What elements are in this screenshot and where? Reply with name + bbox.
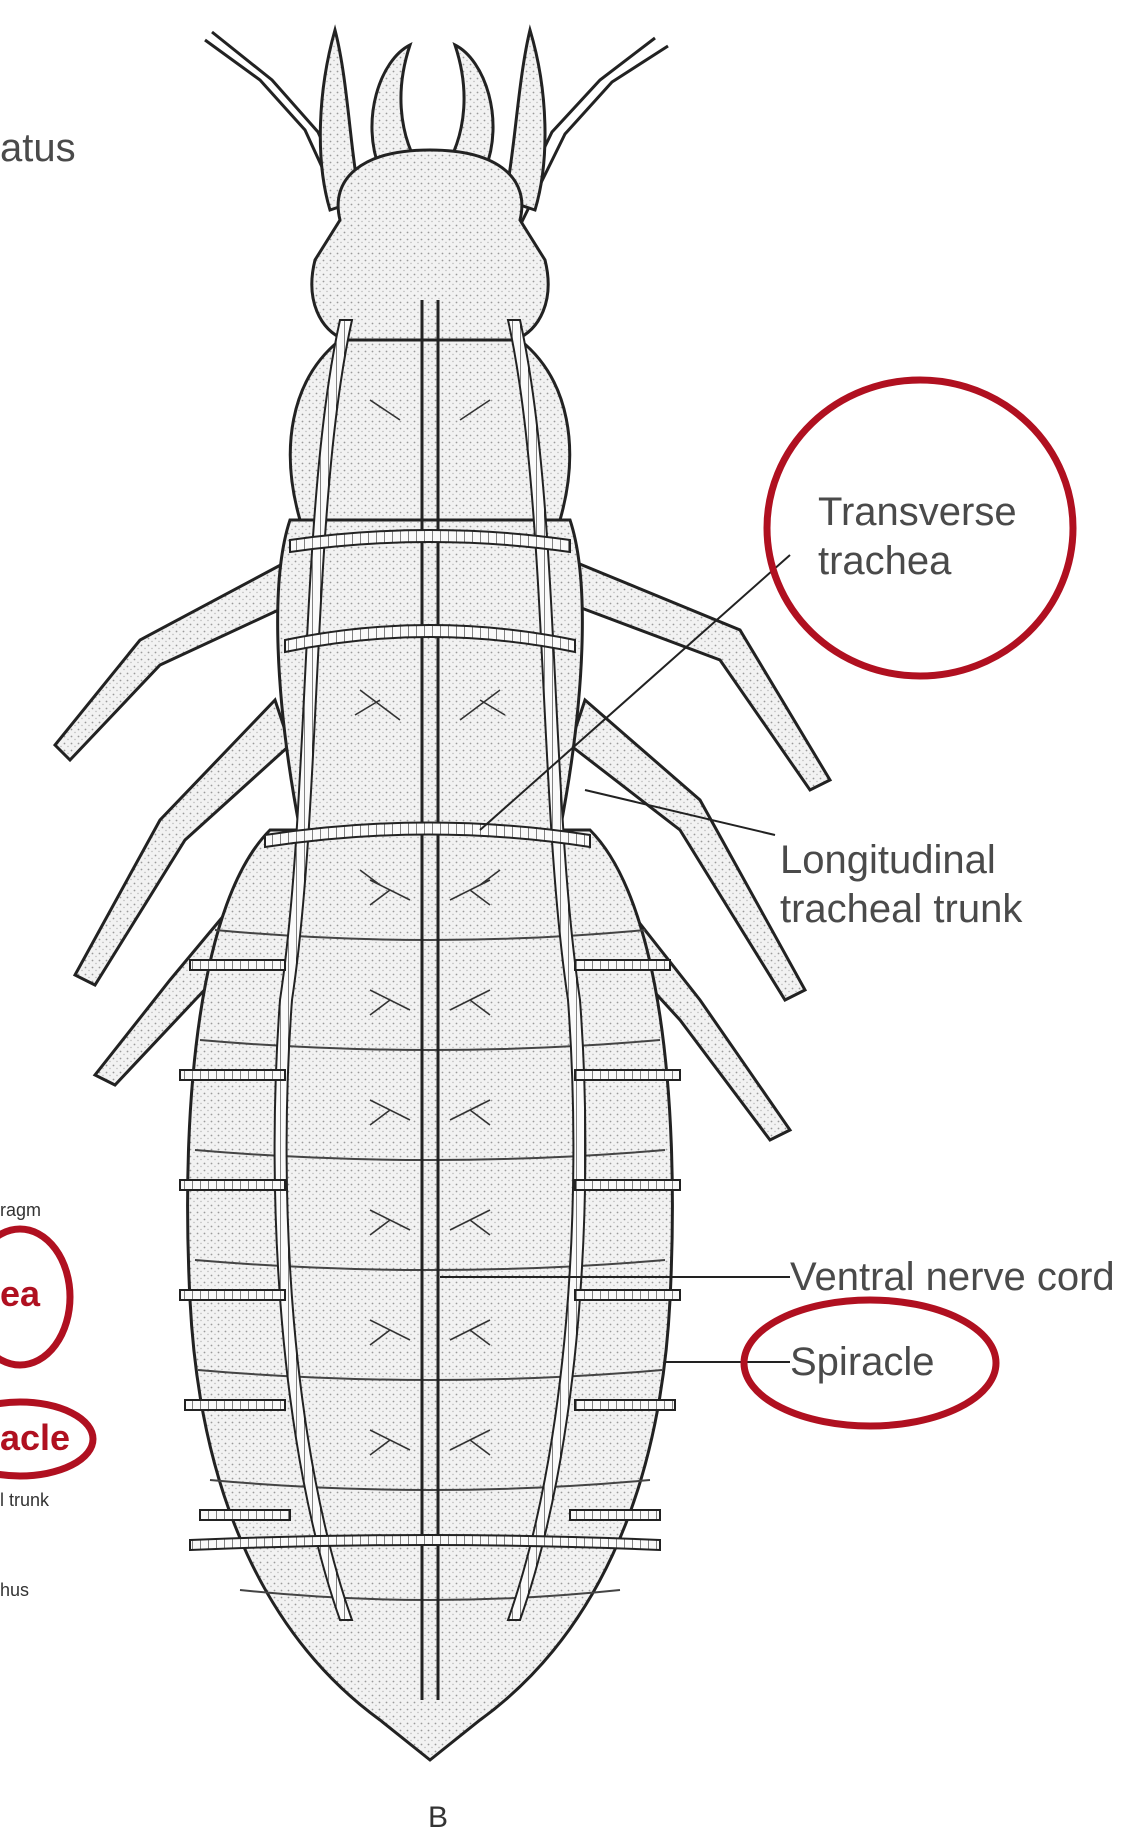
left-fragment-acle: acle <box>0 1416 70 1460</box>
left-fragment-trunk: l trunk <box>0 1490 49 1512</box>
label-ventral-nerve-cord: Ventral nerve cord <box>790 1253 1115 1302</box>
left-fragment-ragm: ragm <box>0 1200 41 1222</box>
panel-label: B <box>428 1800 448 1837</box>
head <box>312 150 548 340</box>
left-fragment-atus: atus <box>0 124 76 173</box>
label-transverse-trachea: Transverse trachea <box>818 488 1017 586</box>
left-fragment-ea: ea <box>0 1272 40 1316</box>
label-longitudinal-tracheal-trunk: Longitudinal tracheal trunk <box>780 836 1022 934</box>
left-fragment-hus: hus <box>0 1580 29 1602</box>
label-spiracle: Spiracle <box>790 1338 935 1387</box>
